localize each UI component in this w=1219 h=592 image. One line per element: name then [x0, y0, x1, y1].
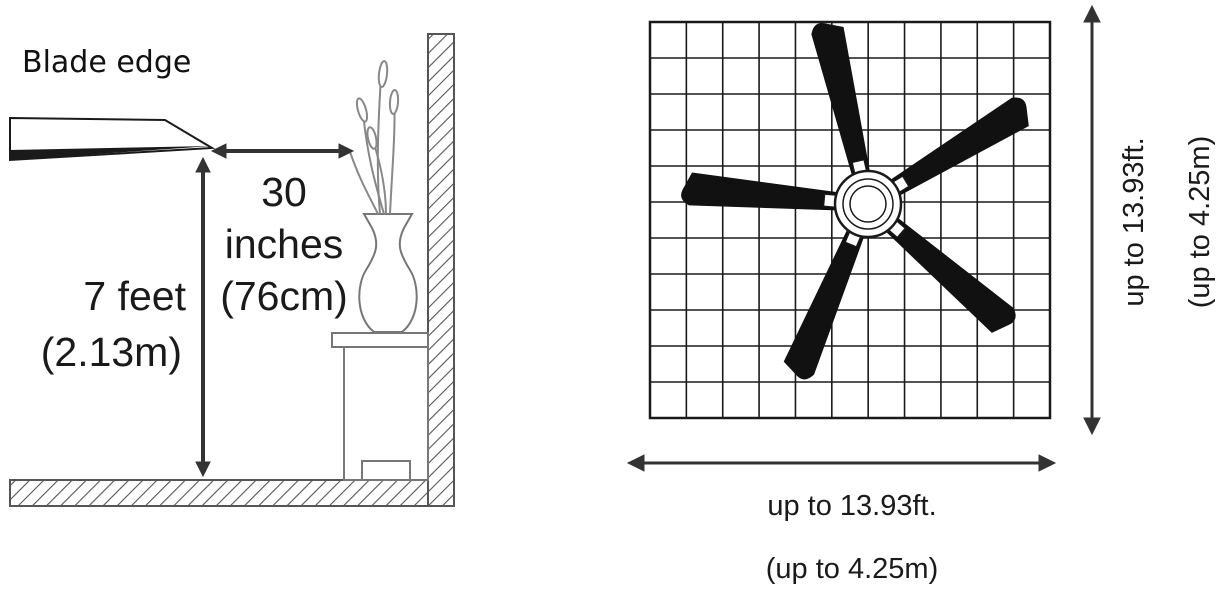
vertical-dimension-value: 7 feet	[83, 273, 186, 319]
room-depth-label: up to 13.93ft.	[1118, 137, 1150, 306]
horizontal-dimension-unit: inches	[225, 221, 344, 267]
horizontal-dimension-metric: (76cm)	[220, 273, 348, 319]
vertical-dimension-metric: (2.13m)	[41, 329, 182, 375]
room-depth-label-metric: (up to 4.25m)	[1184, 136, 1216, 308]
blade-edge-label: Blade edge	[22, 45, 191, 80]
clearance-section: Blade edge	[9, 33, 455, 507]
vase	[358, 213, 418, 333]
room-depth-arrow	[1083, 4, 1101, 436]
fan-motor-hub	[849, 185, 887, 223]
pedestal	[331, 332, 429, 481]
room-width-label-metric: (up to 4.25m)	[766, 553, 938, 585]
fan-motor-ring	[842, 178, 894, 230]
vertical-clearance-arrow	[195, 156, 211, 478]
reed-tips	[355, 60, 400, 150]
horizontal-dimension-value: 30	[261, 169, 307, 215]
wall-hatch	[427, 33, 455, 507]
fan-motor-housing	[833, 169, 903, 239]
horizontal-clearance-arrow	[210, 143, 355, 159]
blade-edge-shape	[9, 116, 216, 162]
fan-blades	[681, 23, 1029, 380]
room-coverage-section: up to 13.93ft. (up to 4.25m) up to 13.93…	[626, 4, 1216, 585]
floor-hatch	[9, 479, 455, 507]
ceiling-fan	[681, 23, 1029, 380]
room-width-arrow	[626, 454, 1057, 472]
room-width-label: up to 13.93ft.	[767, 490, 936, 522]
